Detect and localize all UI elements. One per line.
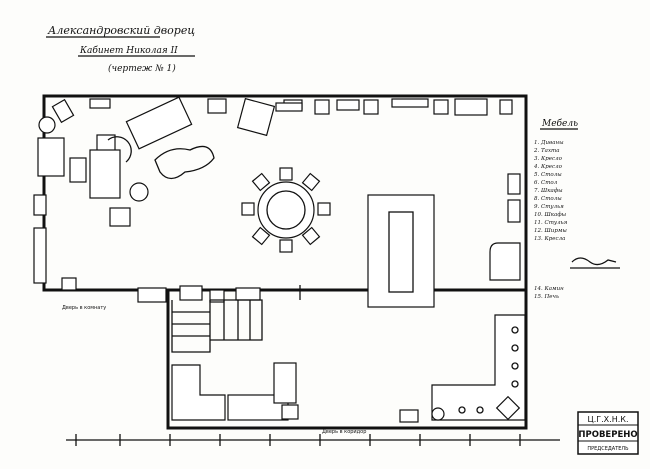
legend-item: 10. Шкафы: [534, 211, 567, 218]
l-shaped-sofa: [431, 314, 526, 421]
legend-item: 12. Ширмы: [534, 228, 567, 234]
scale-bar: [66, 434, 560, 446]
legend-item: 11. Стулья: [534, 220, 568, 226]
title-line-2: Кабинет Николая II: [79, 45, 178, 56]
lower-wing-walls: [166, 290, 528, 430]
legend-item: 1. Диваны: [534, 140, 564, 146]
round-table-group: [241, 167, 331, 253]
legend-item: 2. Тахта: [533, 148, 560, 154]
bear-rug: [154, 145, 215, 180]
sofa: [125, 96, 193, 150]
stamp-main-text: ПРОВЕРЕНО: [578, 430, 637, 440]
legend-item: 7. Шкафы: [534, 187, 563, 194]
corridor-label: Дверь в комнату: [62, 305, 106, 311]
legend-item: 8. Столы: [534, 196, 562, 202]
title-line-3: (чертеж № 1): [108, 63, 176, 74]
legend-item: 3. Кресло: [534, 156, 563, 162]
legend-extra-item: 14. Камин: [534, 286, 564, 292]
corner-stove-icon: [38, 116, 56, 134]
armchair: [236, 97, 276, 137]
legend-item: 9. Стулья: [534, 204, 564, 210]
title-line-1: Александровский дворец: [47, 24, 195, 37]
long-table: [367, 194, 435, 308]
legend-item: 6. Стол: [534, 180, 558, 186]
legend-item: 13. Кресла: [534, 236, 565, 242]
legend-item: 4. Кресло: [533, 164, 563, 170]
bottom-door-label: Дверь в коридор: [322, 429, 366, 435]
desk: [89, 149, 121, 199]
approval-stamp: Ц.Г.Х.Н.К. ПРОВЕРЕНО ПРЕДСЕДАТЕЛЬ: [577, 411, 639, 455]
round-table: [257, 181, 315, 239]
legend: Мебель 1. Диваны 2. Тахта 3. Кресло 4. К…: [533, 118, 620, 300]
legend-extra-item: 15. Печь: [534, 294, 559, 300]
legend-header: Мебель: [541, 118, 578, 129]
stamp-bottom-text: ПРЕДСЕДАТЕЛЬ: [587, 446, 629, 452]
stamp-top-text: Ц.Г.Х.Н.К.: [588, 415, 629, 424]
signature: [571, 257, 617, 266]
corner-bench: [171, 364, 226, 421]
staircase: [171, 299, 263, 353]
left-table: [37, 137, 65, 177]
legend-item: 5. Столы: [534, 172, 562, 178]
